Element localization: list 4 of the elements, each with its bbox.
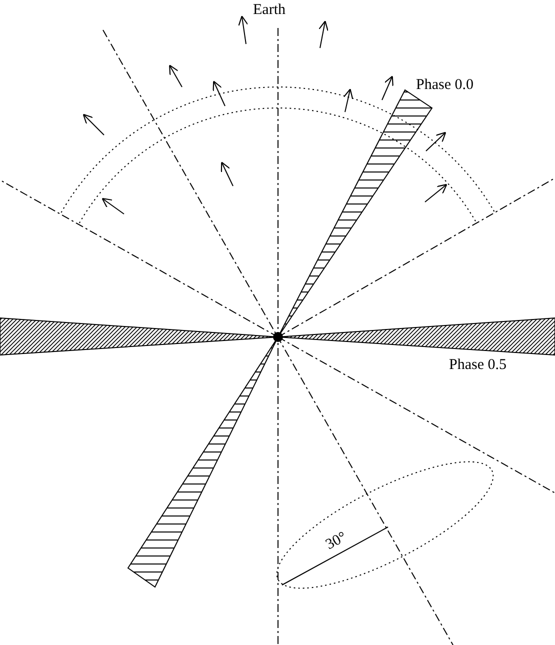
direction-label: Earth — [253, 3, 286, 18]
phase-label: Phase 0.5 — [449, 358, 506, 373]
phase-label: Phase 0.0 — [416, 78, 474, 93]
angle-label: 30° — [324, 530, 350, 554]
